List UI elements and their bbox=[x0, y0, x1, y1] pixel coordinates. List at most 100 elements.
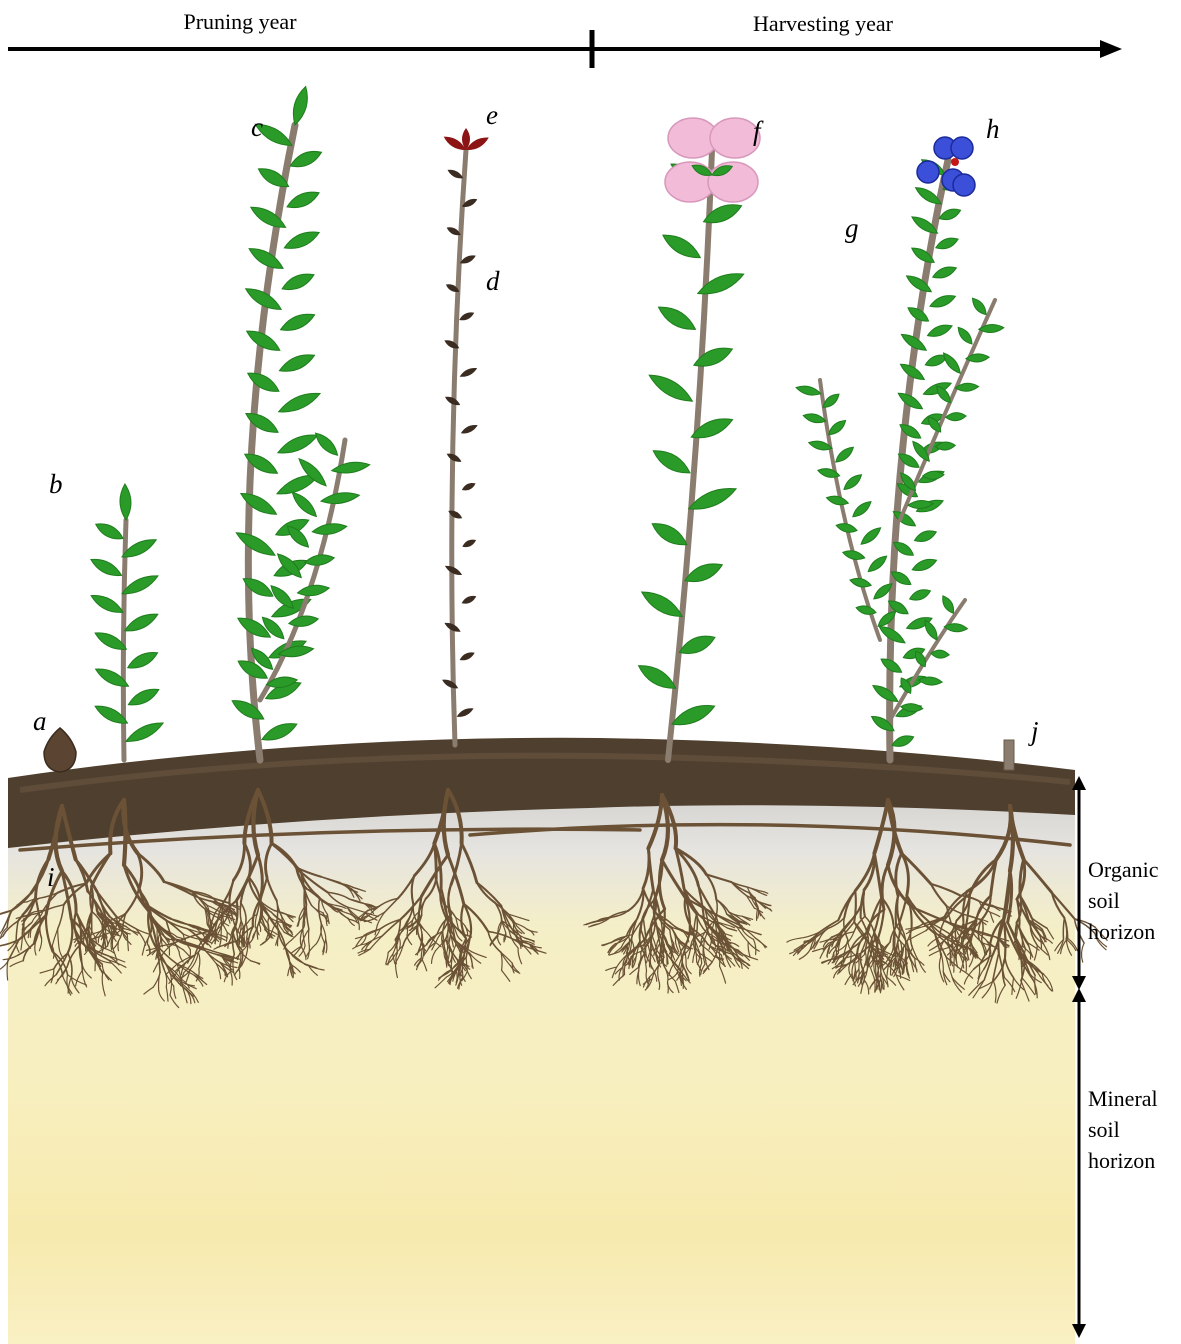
leaf bbox=[827, 496, 849, 505]
bud-icon bbox=[951, 158, 959, 166]
leaf bbox=[928, 325, 953, 336]
dormant-bud bbox=[448, 170, 464, 179]
leaf bbox=[829, 421, 846, 435]
label-h: h bbox=[986, 114, 1000, 144]
dormant-bud bbox=[460, 255, 476, 263]
seed-a bbox=[44, 728, 76, 772]
leaf bbox=[653, 451, 690, 473]
leaf bbox=[973, 298, 987, 315]
leaf bbox=[232, 701, 264, 719]
leaf bbox=[937, 386, 951, 403]
berry-icon bbox=[951, 137, 973, 159]
leaf bbox=[836, 447, 854, 462]
label-i: i bbox=[47, 862, 55, 892]
leaf bbox=[298, 585, 330, 595]
leaf bbox=[125, 614, 158, 631]
organic-line-3: horizon bbox=[1088, 919, 1155, 944]
dormant-bud bbox=[462, 483, 476, 490]
leaf bbox=[685, 564, 722, 582]
leaf bbox=[122, 576, 158, 594]
leaf bbox=[293, 87, 307, 126]
berry-icon bbox=[953, 174, 975, 196]
leaf bbox=[843, 551, 865, 560]
leaf bbox=[861, 528, 881, 544]
leaf bbox=[290, 151, 321, 166]
leaf bbox=[281, 314, 315, 330]
leaf bbox=[642, 592, 683, 617]
horizon-brackets: Organic soil horizon Mineral soil horizo… bbox=[1072, 776, 1164, 1338]
dormant-bud bbox=[445, 397, 460, 405]
leaf bbox=[321, 493, 359, 504]
dormant-bud bbox=[460, 652, 475, 660]
leaf bbox=[91, 559, 122, 575]
organic-line-2: soil bbox=[1088, 888, 1120, 913]
leaf bbox=[943, 596, 954, 614]
leaf bbox=[652, 524, 687, 545]
pruning-year-label: Pruning year bbox=[183, 9, 297, 34]
leaf bbox=[271, 586, 293, 608]
leaf bbox=[919, 677, 943, 685]
leaf bbox=[898, 393, 922, 409]
leaf bbox=[910, 590, 931, 600]
leaf bbox=[900, 364, 924, 379]
dormant-bud bbox=[459, 312, 474, 320]
mineral-horizon-label: Mineral soil horizon bbox=[1088, 1086, 1163, 1173]
leaf bbox=[96, 524, 123, 539]
leaf bbox=[126, 723, 163, 742]
leaf bbox=[908, 308, 929, 321]
dormant-bud bbox=[461, 425, 478, 434]
timeline-arrowhead bbox=[1100, 40, 1122, 58]
leaf bbox=[925, 620, 937, 640]
root-segment bbox=[124, 800, 125, 865]
dormant-bud bbox=[445, 566, 462, 575]
leaf bbox=[249, 249, 283, 269]
leaf bbox=[868, 556, 887, 572]
leaf bbox=[892, 736, 914, 747]
leaf bbox=[679, 636, 715, 653]
leaf bbox=[128, 653, 158, 668]
leaf bbox=[923, 471, 944, 479]
leaf bbox=[332, 462, 370, 473]
root-segment bbox=[1081, 943, 1084, 962]
leaf bbox=[689, 488, 737, 509]
label-d: d bbox=[486, 266, 500, 296]
root-segment bbox=[240, 903, 241, 921]
dormant-bud bbox=[462, 540, 476, 547]
flower-icon bbox=[708, 162, 758, 202]
leaf bbox=[873, 686, 898, 702]
seed-icon bbox=[44, 728, 76, 772]
leaf bbox=[282, 274, 314, 290]
leaf bbox=[901, 334, 926, 350]
leaf bbox=[663, 235, 700, 258]
leaf bbox=[946, 413, 966, 421]
leaf bbox=[796, 386, 821, 395]
leaf bbox=[289, 616, 318, 626]
leaf bbox=[248, 373, 279, 391]
leaf bbox=[881, 659, 902, 672]
leaf bbox=[944, 353, 961, 373]
leaf bbox=[279, 393, 321, 412]
leaf bbox=[236, 533, 275, 556]
leaf bbox=[649, 375, 692, 401]
leaf bbox=[933, 267, 957, 278]
mineral-line-2: soil bbox=[1088, 1117, 1120, 1142]
leaf bbox=[823, 394, 839, 407]
organic-horizon-label: Organic soil horizon bbox=[1088, 857, 1164, 944]
cut-stub-j bbox=[1004, 740, 1014, 770]
berry-icon bbox=[917, 161, 939, 183]
mineral-line-3: horizon bbox=[1088, 1148, 1155, 1173]
label-a: a bbox=[33, 706, 47, 736]
leaf bbox=[305, 555, 334, 565]
stub-icon bbox=[1004, 740, 1014, 770]
plants bbox=[91, 87, 1004, 761]
leaf bbox=[247, 331, 280, 350]
dormant-bud bbox=[444, 623, 460, 632]
label-g: g bbox=[845, 213, 859, 243]
leaf bbox=[853, 502, 871, 517]
mineral-line-1: Mineral bbox=[1088, 1086, 1158, 1111]
label-c: c bbox=[251, 112, 263, 142]
leaf bbox=[91, 595, 123, 612]
leaf bbox=[120, 484, 131, 520]
organic-line-1: Organic bbox=[1088, 857, 1159, 882]
